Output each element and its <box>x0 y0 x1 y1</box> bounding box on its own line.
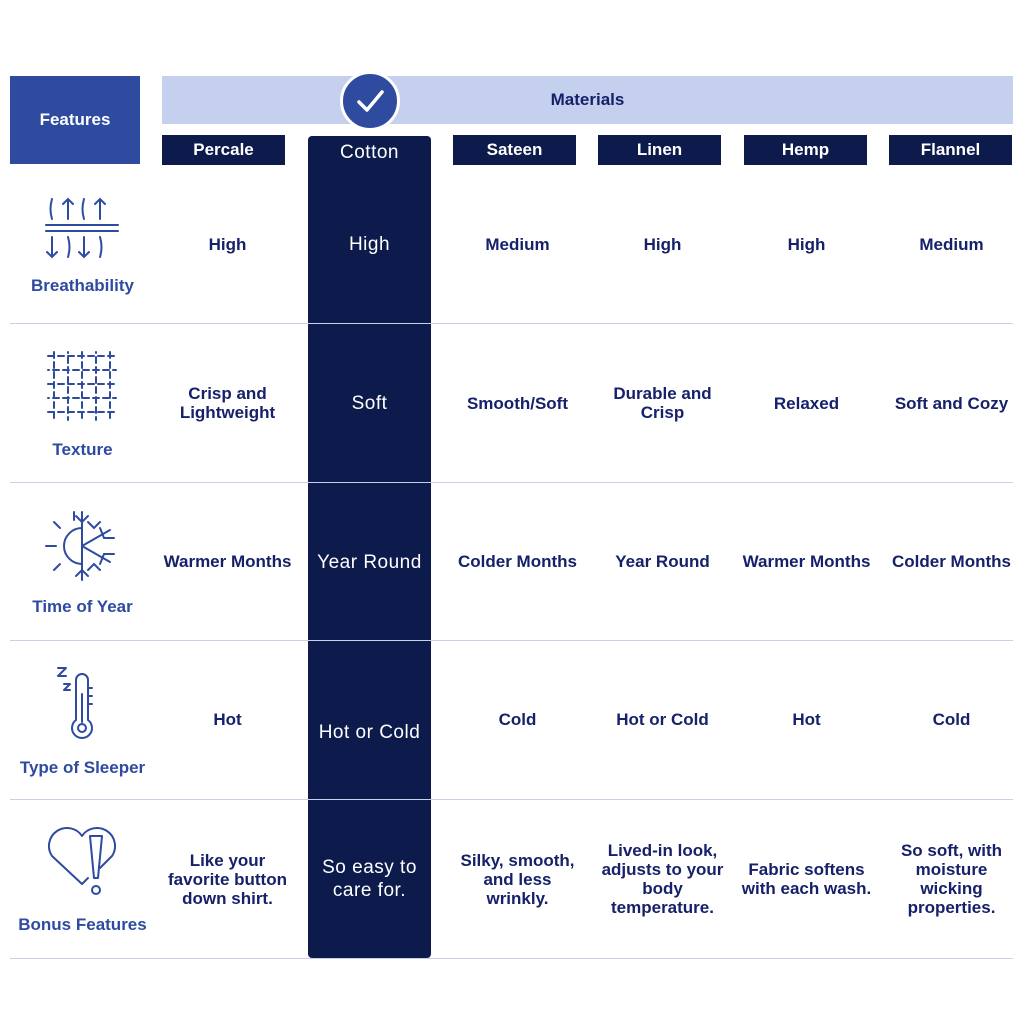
material-header-hemp: Hemp <box>744 135 867 165</box>
cell-sateen-breathability: Medium <box>485 234 550 254</box>
cotton-highlight-column <box>308 136 431 958</box>
material-header-sateen: Sateen <box>453 135 576 165</box>
row-divider <box>10 799 1013 800</box>
cell-percale-type-of-sleeper: Hot <box>213 709 242 729</box>
feature-label-bonus-features: Bonus Features <box>18 915 147 934</box>
cell-hemp-breathability: High <box>787 234 826 254</box>
weave-texture-icon <box>30 350 134 422</box>
material-header-percale: Percale <box>162 135 285 165</box>
materials-header-band <box>162 76 1013 124</box>
cell-sateen-time-of-year: Colder Months <box>458 551 577 571</box>
feature-label-type-of-sleeper: Type of Sleeper <box>19 758 146 777</box>
cell-cotton-bonus-features: So easy to care for. <box>322 857 417 901</box>
cell-percale-breathability: High <box>208 234 247 254</box>
cell-linen-type-of-sleeper: Hot or Cold <box>616 709 709 729</box>
cell-hemp-texture: Relaxed <box>773 393 840 413</box>
cell-sateen-texture: Smooth/Soft <box>466 393 569 413</box>
cell-linen-time-of-year: Year Round <box>615 551 710 571</box>
cell-flannel-texture: Soft and Cozy <box>894 393 1009 413</box>
features-header: Features <box>10 76 140 164</box>
material-header-cotton: Cotton <box>340 142 399 163</box>
row-divider <box>10 958 1013 959</box>
cell-cotton-time-of-year: Year Round <box>317 551 422 573</box>
cell-linen-breathability: High <box>643 234 682 254</box>
cell-hemp-type-of-sleeper: Hot <box>792 709 821 729</box>
cell-flannel-breathability: Medium <box>919 234 984 254</box>
material-header-flannel: Flannel <box>889 135 1012 165</box>
cell-sateen-type-of-sleeper: Cold <box>498 709 537 729</box>
feature-label-breathability: Breathability <box>31 276 134 295</box>
cell-cotton-texture: Soft <box>351 392 388 414</box>
cell-hemp-time-of-year: Warmer Months <box>742 551 871 571</box>
thermometer-sleep-icon <box>30 664 134 744</box>
row-divider <box>10 640 1013 641</box>
row-divider <box>10 482 1013 483</box>
cell-percale-texture: Crisp and Lightweight <box>179 384 276 422</box>
row-divider <box>10 323 1013 324</box>
cell-linen-bonus-features: Lived-in look, adjusts to your body temp… <box>601 841 724 917</box>
heart-exclamation-icon <box>30 826 134 898</box>
cell-flannel-bonus-features: So soft, with moisture wicking propertie… <box>900 841 1003 917</box>
sun-snowflake-icon <box>30 508 134 584</box>
cell-percale-bonus-features: Like your favorite button down shirt. <box>168 850 287 908</box>
feature-label-time-of-year: Time of Year <box>32 597 133 616</box>
cell-cotton-breathability: High <box>348 233 391 255</box>
cell-sateen-bonus-features: Silky, smooth, and less wrinkly. <box>460 850 575 908</box>
materials-header-label: Materials <box>550 90 625 109</box>
cell-flannel-time-of-year: Colder Months <box>892 551 1011 571</box>
checkmark-icon <box>340 71 400 131</box>
breathability-arrows-icon <box>30 195 134 261</box>
cell-flannel-type-of-sleeper: Cold <box>932 709 971 729</box>
cell-percale-time-of-year: Warmer Months <box>163 551 292 571</box>
cell-cotton-type-of-sleeper: Hot or Cold <box>318 721 421 743</box>
cell-hemp-bonus-features: Fabric softens with each wash. <box>741 860 872 898</box>
cell-linen-texture: Durable and Crisp <box>613 384 712 422</box>
feature-label-texture: Texture <box>52 440 113 459</box>
material-header-linen: Linen <box>598 135 721 165</box>
